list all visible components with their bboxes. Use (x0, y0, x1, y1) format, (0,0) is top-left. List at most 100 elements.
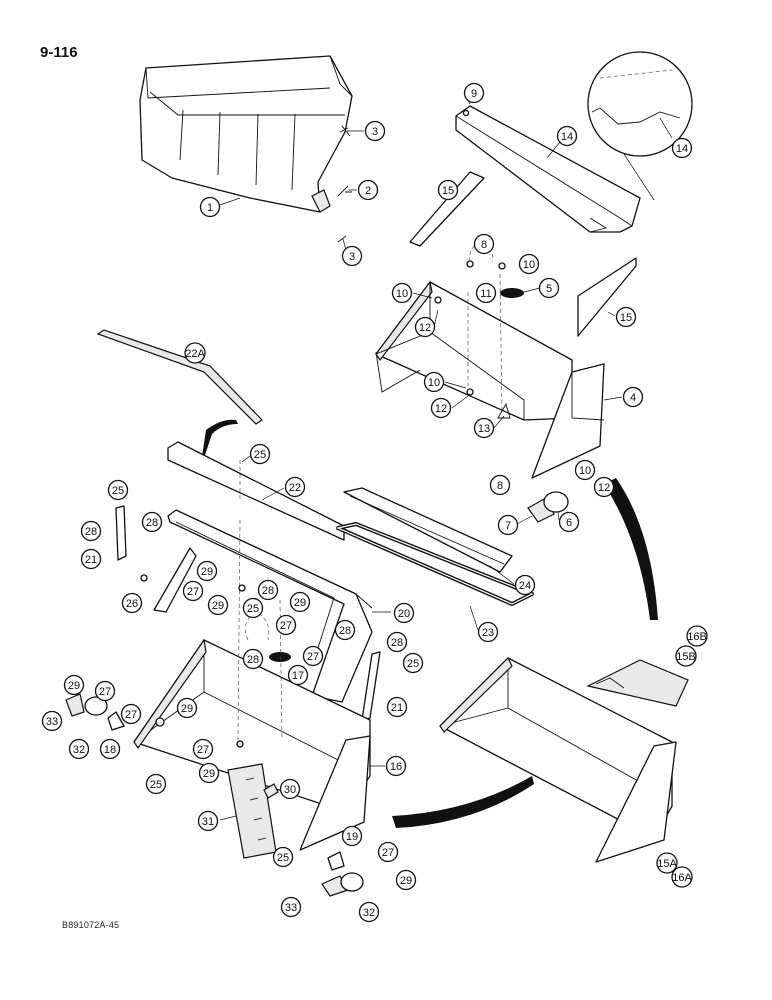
callout-24: 24 (514, 574, 536, 596)
callout-20: 20 (393, 602, 415, 624)
large-box-part (439, 656, 677, 863)
callout-label: 26 (126, 598, 138, 610)
panel-hardware (337, 125, 364, 251)
callout-label: 30 (284, 784, 296, 796)
callout-15B: 15B (675, 645, 697, 667)
callout-label: 27 (125, 709, 137, 721)
callout-12: 12 (593, 476, 615, 498)
callout-label: 8 (481, 239, 487, 251)
lower-cap-part (269, 652, 291, 662)
callout-3: 3 (341, 245, 363, 267)
callout-25: 25 (402, 652, 424, 674)
callout-10: 10 (423, 371, 445, 393)
callout-label: 25 (150, 779, 162, 791)
cap-part (500, 288, 524, 298)
callout-27: 27 (275, 614, 297, 636)
callout-label: 27 (307, 651, 319, 663)
window-glass-part (343, 487, 513, 573)
callout-5: 5 (538, 277, 560, 299)
callout-11: 11 (475, 282, 497, 304)
callout-label: 12 (435, 403, 447, 415)
callout-29: 29 (289, 591, 311, 613)
callout-25: 25 (107, 479, 129, 501)
callout-6: 6 (558, 511, 580, 533)
callout-label: 22 (289, 482, 301, 494)
callout-27: 27 (377, 841, 399, 863)
callout-label: 33 (46, 716, 58, 728)
callout-label: 16A (672, 872, 692, 884)
callout-27: 27 (302, 645, 324, 667)
callout-label: 25 (254, 449, 266, 461)
callout-28: 28 (80, 520, 102, 542)
callout-8: 8 (473, 233, 495, 255)
callout-label: 29 (201, 566, 213, 578)
callout-label: 3 (349, 251, 355, 263)
callout-label: 27 (382, 847, 394, 859)
callout-33: 33 (41, 710, 63, 732)
callout-label: 18 (104, 744, 116, 756)
callout-label: 29 (294, 597, 306, 609)
callout-label: 27 (187, 586, 199, 598)
callout-19: 19 (341, 825, 363, 847)
callout-label: 29 (212, 600, 224, 612)
callout-22A: 22A (184, 342, 206, 364)
callout-32: 32 (68, 738, 90, 760)
callout-label: 10 (523, 259, 535, 271)
callout-29: 29 (196, 560, 218, 582)
callout-label: 9 (471, 88, 477, 100)
callout-label: 27 (99, 686, 111, 698)
callout-label: 4 (630, 392, 636, 404)
callout-label: 1 (207, 202, 213, 214)
callout-label: 16B (687, 631, 707, 643)
detail-inset (587, 51, 693, 201)
callout-17: 17 (287, 664, 309, 686)
callout-23: 23 (477, 621, 499, 643)
callout-29: 29 (176, 697, 198, 719)
callout-32: 32 (358, 901, 380, 923)
callout-label: 19 (346, 831, 358, 843)
callout-label: 28 (146, 517, 158, 529)
callout-label: 15B (676, 651, 696, 663)
callout-28: 28 (334, 619, 356, 641)
callout-label: 10 (579, 465, 591, 477)
callout-31: 31 (197, 810, 219, 832)
callout-27: 27 (192, 738, 214, 760)
hardware-cluster-lower (140, 460, 283, 748)
callout-12: 12 (430, 397, 452, 419)
callout-label: 31 (202, 816, 214, 828)
callout-label: 28 (247, 654, 259, 666)
callout-29: 29 (63, 674, 85, 696)
callout-10: 10 (391, 282, 413, 304)
callout-25: 25 (272, 846, 294, 868)
callout-25: 25 (249, 443, 271, 465)
callout-26: 26 (121, 592, 143, 614)
callout-label: 25 (277, 852, 289, 864)
callout-33: 33 (280, 896, 302, 918)
callout-29: 29 (207, 594, 229, 616)
callout-14: 14 (556, 125, 578, 147)
callout-21: 21 (80, 548, 102, 570)
callout-label: 27 (197, 744, 209, 756)
callout-label: 2 (365, 185, 371, 197)
callout-28: 28 (141, 511, 163, 533)
bracket-parts (65, 491, 569, 897)
callout-label: 12 (419, 322, 431, 334)
callout-28: 28 (386, 631, 408, 653)
callout-label: 10 (396, 288, 408, 300)
callout-label: 27 (280, 620, 292, 632)
callout-10: 10 (518, 253, 540, 275)
callout-label: 14 (676, 143, 688, 155)
callout-label: 29 (181, 703, 193, 715)
clip-part (263, 783, 279, 799)
callout-16B: 16B (686, 625, 708, 647)
callout-label: 21 (391, 702, 403, 714)
callout-27: 27 (182, 580, 204, 602)
front-panel-part (139, 55, 353, 213)
callout-label: 28 (85, 526, 97, 538)
callout-label: 29 (68, 680, 80, 692)
lid-assembly-part (153, 441, 373, 703)
callout-label: 15 (620, 312, 632, 324)
callout-28: 28 (242, 648, 264, 670)
callout-30: 30 (279, 778, 301, 800)
lower-box-part (133, 638, 371, 851)
